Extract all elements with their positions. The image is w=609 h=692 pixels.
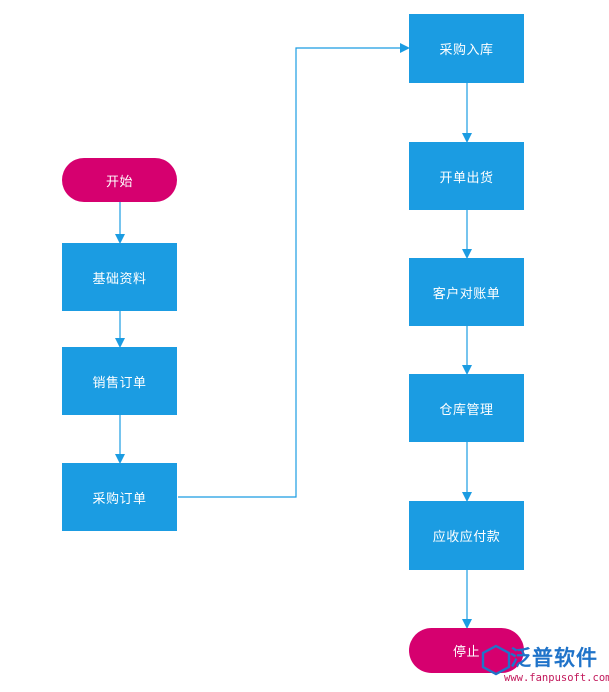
node-purchase-inbound: 采购入库 xyxy=(409,14,524,83)
node-issue-shipment: 开单出货 xyxy=(409,142,524,210)
arrow-purchase-order-to-purchase-inbound xyxy=(178,43,410,498)
node-warehouse-management: 仓库管理 xyxy=(409,374,524,442)
node-start: 开始 xyxy=(62,158,177,202)
watermark-brand: 泛普软件 xyxy=(510,646,598,670)
node-sales-order: 销售订单 xyxy=(62,347,177,415)
node-basic-data: 基础资料 xyxy=(62,243,177,311)
node-customer-statement: 客户对账单 xyxy=(409,258,524,326)
node-stop: 停止 xyxy=(409,628,524,673)
node-receivables-payables: 应收应付款 xyxy=(409,501,524,570)
watermark: 泛普软件 www.fanpusoft.com xyxy=(480,642,609,690)
fanpu-logo-icon xyxy=(481,644,511,676)
watermark-url: www.fanpusoft.com xyxy=(504,672,609,684)
node-purchase-order: 采购订单 xyxy=(62,463,177,531)
